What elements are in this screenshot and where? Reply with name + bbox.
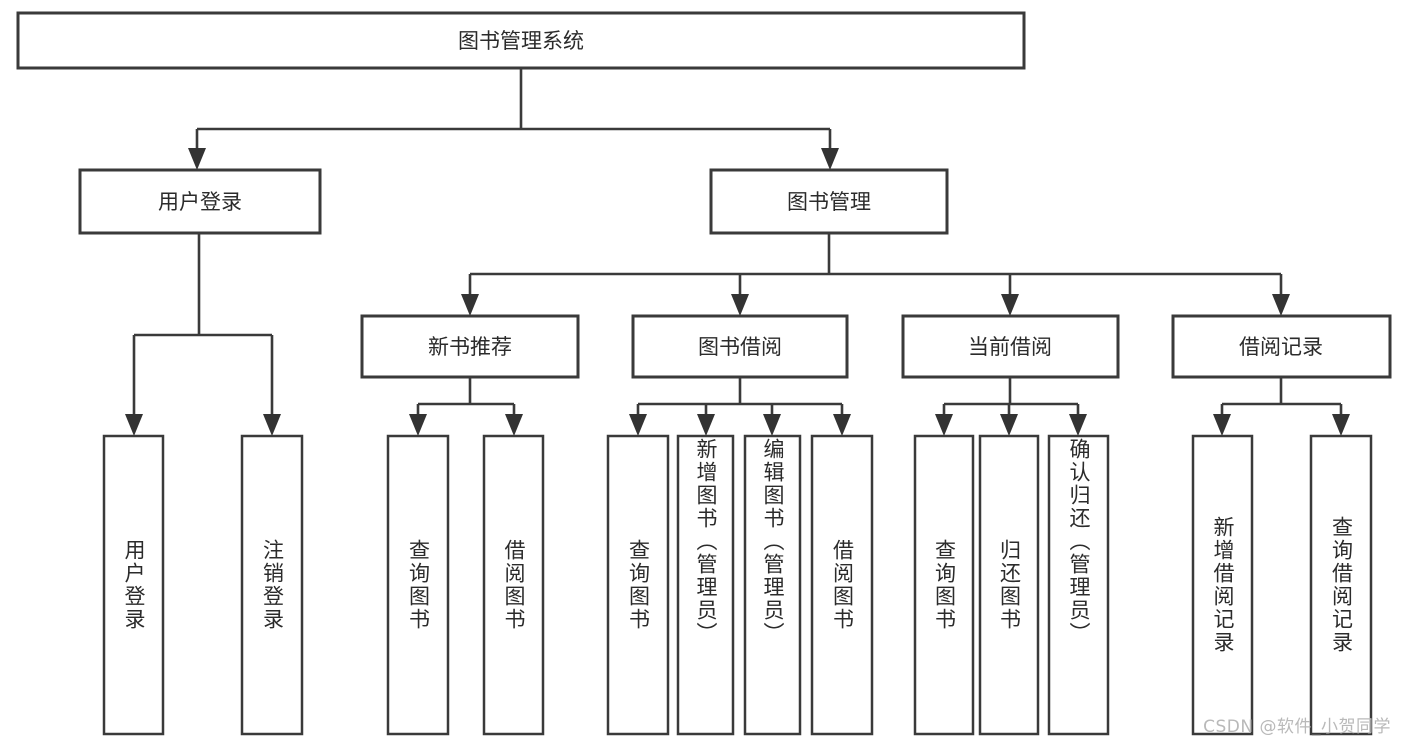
arrow-head-leaf-borrow-book-1 bbox=[505, 414, 523, 436]
arrow-head-leaf-query-book-2 bbox=[629, 414, 647, 436]
arrow-head-leaf-query-book-1 bbox=[409, 414, 427, 436]
node-user-login-box[interactable] bbox=[78, 168, 322, 235]
node-leaf-query-book-2-box[interactable] bbox=[606, 434, 670, 736]
node-leaf-query-book-1-box[interactable] bbox=[386, 434, 450, 736]
node-book-management-label: 图书管理 bbox=[787, 190, 871, 214]
arrow-head-leaf-query-record bbox=[1332, 414, 1350, 436]
connector-group-book-management bbox=[461, 233, 1290, 316]
node-root[interactable]: 图书管理系统 bbox=[16, 11, 1026, 70]
node-root-label: 图书管理系统 bbox=[458, 29, 584, 53]
node-leaf-borrow-book-2-box[interactable] bbox=[810, 434, 874, 736]
node-user-login-label: 用户登录 bbox=[158, 190, 242, 214]
arrow-head-leaf-add-book bbox=[697, 414, 715, 436]
node-leaf-query-record-box[interactable] bbox=[1309, 434, 1373, 736]
node-book-borrow-label: 图书借阅 bbox=[698, 335, 782, 359]
node-leaf-user-login-box[interactable] bbox=[102, 434, 165, 736]
node-leaf-logout-box[interactable] bbox=[240, 434, 304, 736]
arrow-head-leaf-edit-book bbox=[763, 414, 781, 436]
node-book-management[interactable]: 图书管理 bbox=[709, 168, 949, 235]
node-leaf-return-book-box[interactable] bbox=[978, 434, 1040, 736]
node-leaf-edit-book-box[interactable] bbox=[743, 434, 802, 736]
arrow-head-leaf-confirm-return bbox=[1069, 414, 1087, 436]
arrow-head-book-borrow bbox=[731, 294, 749, 316]
node-new-book-recommend-box[interactable] bbox=[360, 314, 580, 379]
arrow-head-book-management bbox=[821, 148, 839, 170]
connector-group-user-login bbox=[125, 233, 281, 436]
arrow-head-borrow-record bbox=[1272, 294, 1290, 316]
connector-group-current-borrow bbox=[935, 377, 1087, 436]
arrow-head-leaf-return-book bbox=[1000, 414, 1018, 436]
watermark: CSDN @软件_小贺同学 bbox=[1203, 717, 1391, 737]
connector-group-root bbox=[188, 68, 839, 170]
node-borrow-record-label: 借阅记录 bbox=[1239, 335, 1323, 359]
arrow-head-leaf-logout bbox=[263, 414, 281, 436]
node-leaf-add-book-box[interactable] bbox=[676, 434, 735, 736]
node-current-borrow-label: 当前借阅 bbox=[968, 335, 1052, 359]
arrow-head-new-book-recommend bbox=[461, 294, 479, 316]
node-current-borrow-box[interactable] bbox=[901, 314, 1120, 379]
node-book-borrow[interactable]: 图书借阅 bbox=[631, 314, 849, 379]
arrow-head-leaf-borrow-book-2 bbox=[833, 414, 851, 436]
node-new-book-recommend[interactable]: 新书推荐 bbox=[360, 314, 580, 379]
arrow-head-current-borrow bbox=[1001, 294, 1019, 316]
node-new-book-recommend-label: 新书推荐 bbox=[428, 335, 512, 359]
arrow-head-leaf-query-book-3 bbox=[935, 414, 953, 436]
node-leaf-confirm-return-box[interactable] bbox=[1047, 434, 1110, 736]
node-root-box[interactable] bbox=[16, 11, 1026, 70]
connector-group-book-borrow bbox=[629, 377, 851, 436]
connector-group-borrow-record bbox=[1213, 377, 1350, 436]
node-borrow-record[interactable]: 借阅记录 bbox=[1171, 314, 1392, 379]
arrow-head-leaf-user-login bbox=[125, 414, 143, 436]
node-leaf-query-book-3-box[interactable] bbox=[913, 434, 975, 736]
leaf-boxes bbox=[102, 434, 1373, 736]
node-book-management-box[interactable] bbox=[709, 168, 949, 235]
node-borrow-record-box[interactable] bbox=[1171, 314, 1392, 379]
connector-group-new-book-recommend bbox=[409, 377, 523, 436]
node-user-login[interactable]: 用户登录 bbox=[78, 168, 322, 235]
node-book-borrow-box[interactable] bbox=[631, 314, 849, 379]
arrow-head-user-login bbox=[188, 148, 206, 170]
node-leaf-borrow-book-1-box[interactable] bbox=[482, 434, 545, 736]
arrow-head-leaf-add-record bbox=[1213, 414, 1231, 436]
node-current-borrow[interactable]: 当前借阅 bbox=[901, 314, 1120, 379]
node-leaf-add-record-box[interactable] bbox=[1191, 434, 1254, 736]
